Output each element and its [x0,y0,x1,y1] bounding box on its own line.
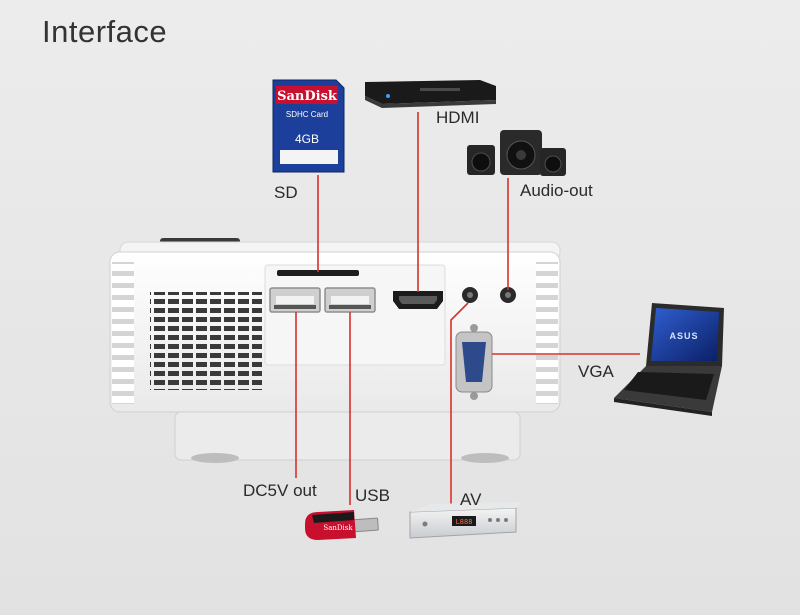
projector-right-fins [536,262,558,404]
sd-label: SD [274,183,298,202]
projector-left-fins [112,262,134,404]
dc5v-out-label: DC5V out [243,481,317,500]
page-title: Interface [42,14,168,49]
sd-card-image: SanDisk SDHC Card 4GB [272,79,345,173]
dc5v-usb-port [269,287,321,313]
hdmi-port [393,291,443,309]
usb-brand-text: SanDisk [323,524,353,532]
projector-foot-left [191,453,239,463]
hdmi-label: HDMI [436,108,480,127]
laptop-image: ASUS [614,303,724,416]
projector-vent-grille [150,292,262,390]
settop-display-text: L888 [456,518,473,526]
usb-label: USB [355,486,390,505]
set-top-box-image: L888 [409,502,522,539]
audio-out-label: Audio-out [520,181,593,200]
usb-port [324,287,376,313]
vga-label: VGA [578,362,614,381]
vga-port [455,324,493,400]
connector-lines [295,112,640,512]
av-jack [462,287,478,303]
media-player-image [365,80,496,108]
sd-type-text: SDHC Card [286,110,328,119]
av-label: AV [460,490,482,509]
av-connector-line [450,302,469,512]
sd-brand-text: SanDisk [277,89,338,104]
projector-foot-right [461,453,509,463]
projector-base [174,411,521,461]
audio-out-jack [500,287,516,303]
usb-drive-image: SanDisk [305,510,379,540]
sd-slot [277,270,359,276]
ports [269,270,516,400]
sd-capacity-text: 4GB [295,132,319,146]
speakers-image [467,130,566,176]
laptop-brand-text: ASUS [669,331,698,341]
